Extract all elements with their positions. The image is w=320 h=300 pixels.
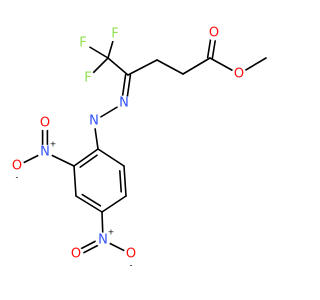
bond-r5-r6-inner xyxy=(119,169,123,193)
atom-background xyxy=(95,232,111,248)
atom-label-f3: F xyxy=(84,71,91,86)
atom-label-f2: F xyxy=(111,27,118,42)
atom-background xyxy=(80,70,96,86)
atom-label-o2: O xyxy=(234,67,244,82)
bond-c3-c4 xyxy=(156,59,184,75)
atom-background xyxy=(116,95,132,111)
charge-o6: - xyxy=(130,261,133,270)
atom-label-f1: F xyxy=(79,36,86,51)
atom-o4: O xyxy=(37,115,53,131)
atom-background xyxy=(107,26,123,42)
bond-r1-r2 xyxy=(73,148,99,167)
atom-label-o3: O xyxy=(12,159,22,174)
atom-f3: F xyxy=(80,70,96,86)
atom-label-o4: O xyxy=(40,116,50,131)
charge-n3: + xyxy=(50,140,57,149)
atom-label-o1: O xyxy=(209,26,219,41)
atom-n3: N+ xyxy=(37,140,57,160)
atom-background xyxy=(231,66,247,82)
atom-n1: N xyxy=(116,95,132,111)
atom-o3: O- xyxy=(9,158,25,182)
atom-label-n1: N xyxy=(119,96,129,111)
atom-n2: N xyxy=(86,113,102,129)
bond-c2-c3 xyxy=(127,59,158,76)
bond-r3-r4 xyxy=(75,195,103,213)
atom-label-o6: O xyxy=(126,247,136,262)
atom-label-n3: N xyxy=(40,145,50,160)
atom-background xyxy=(68,246,84,262)
bond-r2-r3 xyxy=(73,165,77,197)
atom-background xyxy=(37,115,53,131)
atom-o2: O xyxy=(231,66,247,82)
atom-background xyxy=(75,35,91,51)
atom-background xyxy=(9,158,25,174)
atom-background xyxy=(206,25,222,41)
atom-label-n2: N xyxy=(89,114,99,129)
bond-c1-c2 xyxy=(107,57,129,76)
bond-r6-r1 xyxy=(97,148,125,167)
bond-r1-r2-inner xyxy=(79,154,98,168)
atom-n4: N+ xyxy=(95,228,115,248)
atom-o5: O xyxy=(68,246,84,262)
atom-background xyxy=(37,144,53,160)
atom-label-n4: N xyxy=(98,233,108,248)
charge-n4: + xyxy=(108,228,115,237)
atom-background xyxy=(123,246,139,262)
charge-o3: - xyxy=(16,173,19,182)
atom-background xyxy=(86,113,102,129)
bond-r5-r6 xyxy=(123,165,127,197)
bond-c4-c5 xyxy=(182,57,211,75)
atom-f1: F xyxy=(75,35,91,51)
atom-f2: F xyxy=(107,26,123,42)
atom-o1: O xyxy=(206,25,222,41)
atom-label-o5: O xyxy=(71,247,81,262)
atom-o6: O- xyxy=(123,246,139,270)
bond-r3-r4-inner xyxy=(81,193,102,207)
bond-r4-r5 xyxy=(101,195,127,213)
